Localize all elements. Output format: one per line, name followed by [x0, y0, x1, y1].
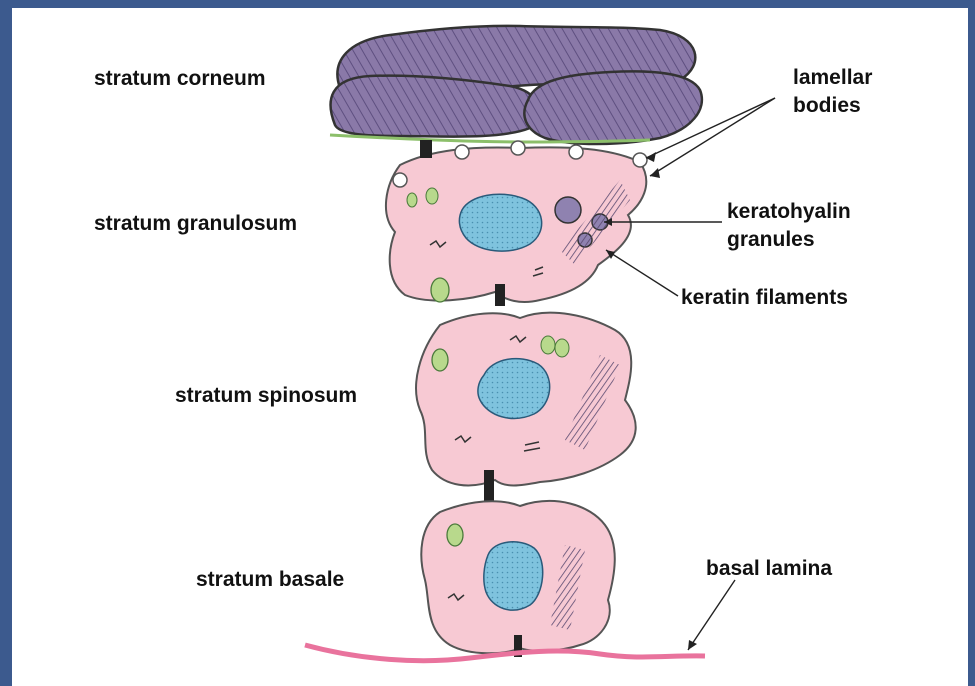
corneum-cell-left: [331, 76, 539, 137]
label-basal-lamina: basal lamina: [706, 556, 832, 582]
label-stratum-corneum: stratum corneum: [94, 66, 266, 92]
granulosum-organelle: [426, 188, 438, 204]
label-lamellar-line1: lamellar: [793, 65, 872, 91]
lamellar-body-5: [633, 153, 647, 167]
granulosum-organelle-2: [407, 193, 417, 207]
lamellar-body-3: [511, 141, 525, 155]
spinosum-nucleus: [478, 359, 550, 419]
label-keratohyalin-line2: granules: [727, 227, 815, 253]
basale-nucleus: [484, 542, 543, 610]
leader-keratin: [606, 250, 678, 296]
label-stratum-spinosum: stratum spinosum: [175, 383, 357, 409]
lamellar-body-4: [569, 145, 583, 159]
arrow-lamellar-b: [650, 168, 660, 178]
leader-basal-lamina: [688, 580, 735, 650]
arrow-basal-lamina: [688, 640, 697, 650]
label-keratin-filaments: keratin filaments: [681, 285, 848, 311]
basale-mitochondrion: [447, 524, 463, 546]
stratum-corneum-layer: [330, 26, 702, 144]
spinosum-mitochondrion: [432, 349, 448, 371]
desmosome-granulosum-spinosum: [495, 284, 505, 306]
label-keratohyalin-line1: keratohyalin: [727, 199, 851, 225]
label-lamellar-line2: bodies: [793, 93, 861, 119]
label-stratum-basale: stratum basale: [196, 567, 344, 593]
keratohyalin-granule: [555, 197, 581, 223]
lamellar-body-2: [455, 145, 469, 159]
spinosum-organelle: [541, 336, 555, 354]
spinosum-organelle-2: [555, 339, 569, 357]
basale-cell: [421, 501, 614, 657]
spinosum-cell: [416, 313, 636, 512]
corneum-cell-right: [524, 71, 702, 144]
desmosome-top: [420, 140, 432, 158]
granulosum-mitochondrion: [431, 278, 449, 302]
granulosum-nucleus: [459, 194, 541, 251]
label-stratum-granulosum: stratum granulosum: [94, 211, 297, 237]
lamellar-body-1: [393, 173, 407, 187]
